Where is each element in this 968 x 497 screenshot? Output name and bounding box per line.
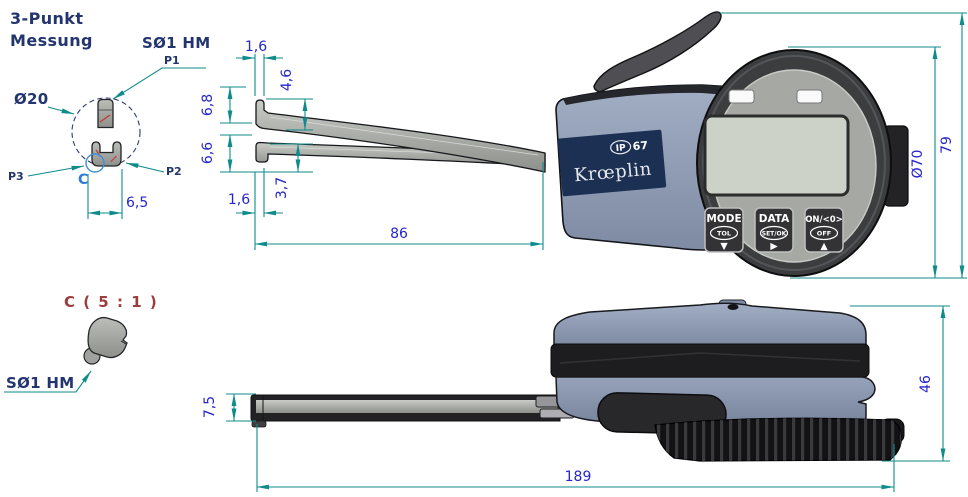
detail-c-title: C ( 5 : 1 ) xyxy=(64,293,158,311)
upper-measuring-arm xyxy=(255,99,546,173)
offset-bottom-text: 6,6 xyxy=(200,142,216,164)
head-height-text: 79 xyxy=(939,136,955,154)
lower-measuring-arm xyxy=(255,141,546,167)
mode-button-badge: TOL xyxy=(717,230,731,238)
down-arrow-icon: ▼ xyxy=(720,241,728,252)
off-badge-oval-icon xyxy=(809,225,839,241)
p1-leader-line xyxy=(112,67,206,100)
probe-pin-red-mark xyxy=(99,114,111,123)
offset-top-text: 6,8 xyxy=(200,94,216,116)
ip-prefix-text: IP xyxy=(615,143,626,154)
tol-badge-oval-icon xyxy=(709,225,739,241)
data-button-badge: SET/OK xyxy=(762,231,787,238)
p3-leader-line xyxy=(27,165,85,177)
gauge-top-view: IP 67 Krœplin MODE TOL ▼ DATA xyxy=(255,11,909,277)
tip-sphere-label: SØ1 HM xyxy=(142,34,211,52)
side-top-hull xyxy=(553,302,867,346)
measuring-circle-label: Ø20 xyxy=(14,90,49,108)
side-nub-hole-icon xyxy=(727,304,739,310)
mode-button-body xyxy=(704,207,744,253)
detail-c-view: C ( 5 : 1 ) SØ1 HM xyxy=(4,293,158,393)
gauge-side-view xyxy=(250,299,905,462)
tip-width-lower-text: 1,6 xyxy=(228,192,250,208)
probe-pin xyxy=(97,98,114,129)
brand-panel: IP 67 Krœplin xyxy=(557,129,667,197)
detail-tip-sphere-label: SØ1 HM xyxy=(6,374,75,392)
setok-badge-oval-icon xyxy=(759,225,789,241)
method-title-line2: Messung xyxy=(10,31,93,50)
point2-label: P2 xyxy=(166,165,182,178)
detail-c-marker-label: C xyxy=(78,172,88,188)
jaw-red-mark-right xyxy=(110,155,117,162)
tip-height-upper-text: 4,6 xyxy=(279,69,295,91)
on-off-button-label: ON/<0> xyxy=(805,215,843,225)
p2-leader-line xyxy=(125,162,165,173)
tip-cross-section xyxy=(87,316,128,359)
circle-leader-line xyxy=(47,106,75,115)
brand-panel-background xyxy=(557,129,667,197)
jaw-span-dim-text: 6,5 xyxy=(126,195,148,211)
arm-length-text: 86 xyxy=(390,226,408,242)
detail-c-circle xyxy=(85,153,105,173)
side-view-dimensions: 7,5 189 46 xyxy=(202,305,950,492)
mode-button-label: MODE xyxy=(706,213,741,225)
right-arrow-icon: ▶ xyxy=(770,241,778,252)
tip-height-lower-text: 3,7 xyxy=(274,177,290,199)
on-off-button-body xyxy=(804,207,844,253)
tip-width-upper-text: 1,6 xyxy=(245,39,267,55)
data-button-label: DATA xyxy=(759,213,790,225)
body-height-text: 46 xyxy=(918,375,934,393)
side-knurl-ribs xyxy=(655,418,902,461)
side-arm-blade xyxy=(256,400,558,413)
point1-label: P1 xyxy=(164,54,180,67)
side-arm-tip-lip xyxy=(251,420,267,428)
jaw-u-profile xyxy=(91,141,122,167)
on-off-button-badge: OFF xyxy=(817,230,831,238)
tip-notch-line xyxy=(120,340,127,345)
data-button: DATA SET/OK ▶ xyxy=(754,207,794,253)
tolerance-indicator-right xyxy=(796,89,823,104)
point3-label: P3 xyxy=(8,170,24,183)
up-arrow-icon: ▲ xyxy=(820,241,828,252)
tolerance-indicator-left xyxy=(728,89,755,104)
method-title-line1: 3-Punkt xyxy=(10,9,83,28)
upper-arm-highlight xyxy=(269,116,539,156)
bezel-ring-highlight xyxy=(702,55,886,271)
detail-tip-leader xyxy=(4,370,92,393)
arm-thickness-text: 7,5 xyxy=(202,396,218,418)
top-view-dimensions: 1,6 4,6 6,8 6,6 3,7 1,6 86 xyxy=(200,12,967,279)
data-button-body xyxy=(754,207,794,253)
mode-button: MODE TOL ▼ xyxy=(704,207,744,253)
release-lever xyxy=(593,11,722,93)
housing-top-edge xyxy=(563,85,740,105)
on-off-button: ON/<0> OFF ▲ xyxy=(804,207,844,253)
three-point-detail-view: 3-Punkt Messung SØ1 HM P1 Ø20 P3 P2 C 6,… xyxy=(8,9,211,219)
ip-rating-oval-icon xyxy=(610,140,632,155)
keypad: MODE TOL ▼ DATA SET/OK ▶ ON/<0> OFF ▲ xyxy=(704,207,844,253)
side-mid-band-facet xyxy=(559,352,861,364)
overall-length-text: 189 xyxy=(565,469,592,485)
bezel-diameter-text: Ø70 xyxy=(910,150,926,179)
lcd-display xyxy=(703,114,850,197)
ip-value-text: 67 xyxy=(632,139,648,153)
